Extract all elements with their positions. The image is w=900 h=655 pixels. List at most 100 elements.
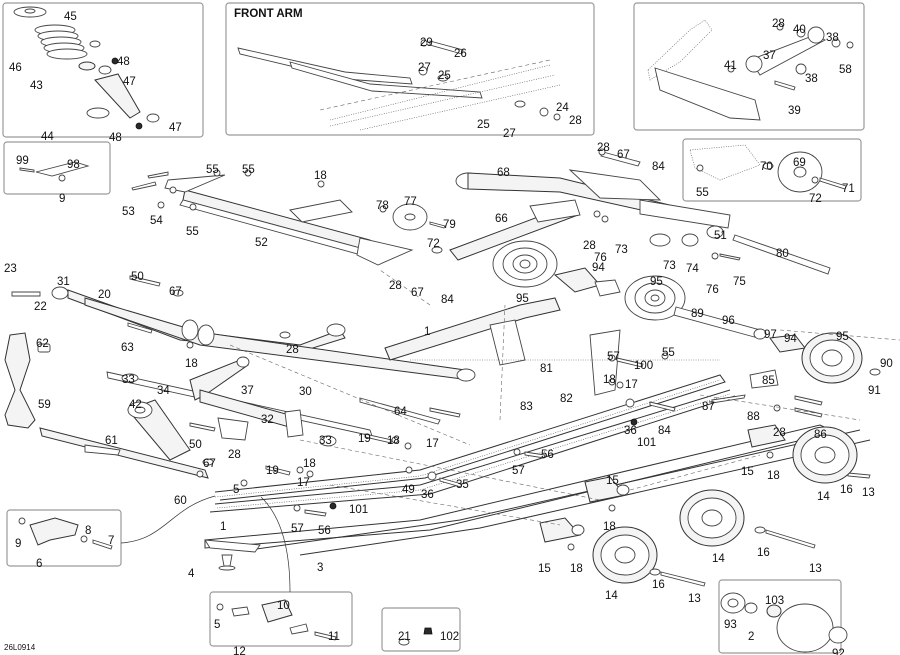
callout-55: 55 [206,164,219,176]
construction-lines [229,269,900,526]
stopper-bar-assembly [131,169,414,266]
callout-56: 56 [541,449,554,461]
callout-17: 17 [625,379,638,391]
callout-48: 48 [117,56,130,68]
callout-59: 59 [38,399,51,411]
spring-stop-ring [86,107,110,119]
callout-72: 72 [427,238,440,250]
grease-fitting-drawing [398,627,433,646]
callout-50: 50 [131,271,144,283]
spring-seat [78,61,96,71]
callout-89: 89 [691,308,704,320]
callout-18: 18 [603,521,616,533]
callout-6: 6 [36,558,42,570]
runner-3 [204,539,261,571]
callout-55: 55 [186,226,199,238]
callout-62: 62 [36,338,49,350]
slider-guide-drawing [19,161,90,182]
callout-36: 36 [421,489,434,501]
callout-56: 56 [318,525,331,537]
callout-95: 95 [516,293,529,305]
front-arm-drawing [237,39,561,131]
callout-63: 63 [121,342,134,354]
callout-15: 15 [606,475,619,487]
callout-67: 67 [617,149,630,161]
track-wheel-95 [801,332,863,384]
callout-1: 1 [220,521,226,533]
callout-28: 28 [773,427,786,439]
callout-68: 68 [497,167,510,179]
callout-14: 14 [817,491,830,503]
callout-57: 57 [607,351,620,363]
stopper-bracket-drawing [18,495,216,550]
callout-19: 19 [266,465,279,477]
callout-74: 74 [686,263,699,275]
callout-27: 27 [418,62,431,74]
inset-title-front-arm: FRONT ARM [234,8,303,20]
callout-38: 38 [826,32,839,44]
callout-58: 58 [839,64,852,76]
callout-101: 101 [637,437,656,449]
callout-97: 97 [764,329,777,341]
wheel-mount-drawing [689,144,847,193]
grease-cap-icon [135,122,143,130]
callout-54: 54 [150,215,163,227]
callout-40: 40 [793,24,806,36]
callout-38: 38 [805,73,818,85]
callout-23: 23 [4,263,17,275]
grease-icon [630,418,638,426]
callout-76: 76 [706,284,719,296]
grease-icon [329,502,337,510]
callout-16: 16 [840,484,853,496]
callout-39: 39 [788,105,801,117]
wheel-bracket-94 [553,267,621,297]
callout-88: 88 [747,411,760,423]
callout-28: 28 [597,142,610,154]
callout-18: 18 [387,435,400,447]
callout-66: 66 [495,213,508,225]
track-wheel-14-c [592,526,658,584]
callout-51: 51 [714,230,727,242]
rear-arm-68 [455,148,831,275]
bushing [89,40,101,48]
axle-housings-15 [539,476,816,587]
callout-47: 47 [123,76,136,88]
callout-37: 37 [241,385,254,397]
idler-wheel-77 [379,203,446,231]
callout-73: 73 [663,260,676,272]
callout-48: 48 [109,132,122,144]
shock-absorber-top [13,6,160,130]
inset-grease-fitting [381,607,461,652]
callout-44: 44 [41,131,54,143]
callout-100: 100 [634,360,653,372]
callout-75: 75 [733,276,746,288]
grease-cap-icon [111,57,119,65]
callout-5: 5 [233,484,239,496]
spring-cap-hole [24,8,36,14]
callout-53: 53 [122,206,135,218]
coil-spring [34,24,88,60]
left-components [4,332,209,479]
callout-41: 41 [724,60,737,72]
callout-31: 31 [57,276,70,288]
callout-84: 84 [652,161,665,173]
callout-26: 26 [454,48,467,60]
rail-fasteners [240,352,676,517]
callout-22: 22 [34,301,47,313]
track-wheel-14-b [679,489,745,547]
callout-14: 14 [605,590,618,602]
callout-9: 9 [59,193,65,205]
idler-wheel-95-a [492,240,558,288]
callout-33: 33 [319,435,332,447]
shock-body [94,73,141,119]
callout-18: 18 [603,374,616,386]
callout-91: 91 [868,385,881,397]
callout-76: 76 [594,252,607,264]
grease-cap-icon [423,627,433,635]
inset-front-arm [225,2,595,136]
callout-5: 5 [214,619,220,631]
callout-84: 84 [441,294,454,306]
callout-87: 87 [702,401,715,413]
callout-16: 16 [652,579,665,591]
